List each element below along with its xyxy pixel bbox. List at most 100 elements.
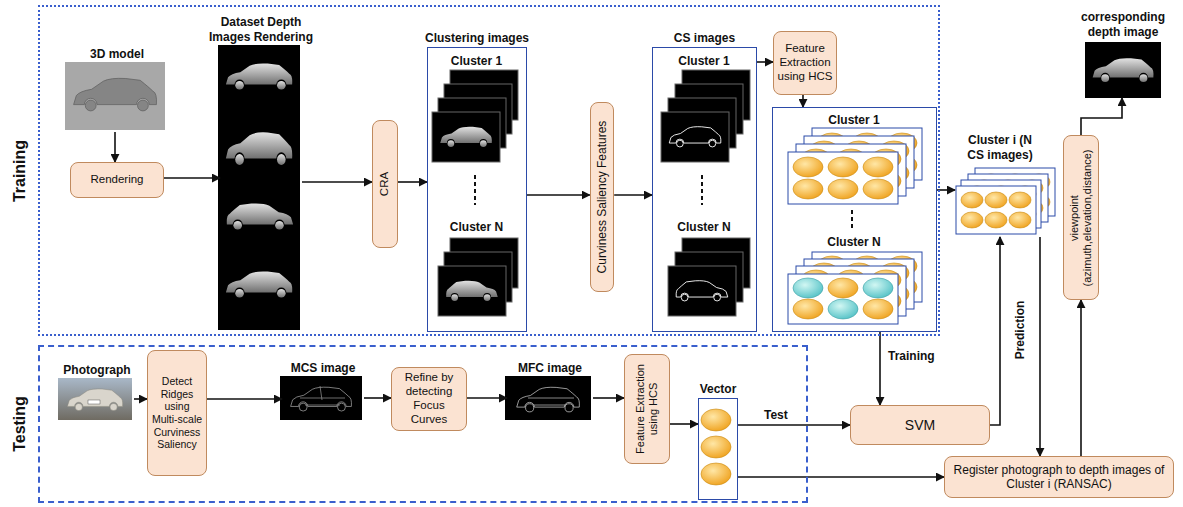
flow-arrow: [164, 177, 220, 179]
image-frame: Dataset Depth Images Rendering: [220, 47, 302, 332]
box-label: Rendering: [90, 173, 143, 187]
box-label: CRA: [378, 125, 392, 243]
mcs-image-part: [300, 386, 345, 405]
flow-arrow: [757, 61, 773, 63]
flow-arrow: [527, 194, 590, 196]
feature-card-stack-part: [788, 274, 898, 324]
flow-arrow: [398, 181, 427, 183]
photograph-image-part: [88, 400, 100, 404]
feature-card-stack-part: [828, 278, 858, 298]
flow-arrow: [593, 397, 624, 399]
flow-arrow: [114, 132, 116, 162]
flow-arrow: [1039, 237, 1041, 456]
feature-card-stack: [788, 128, 922, 324]
box-label: Register photograph to depth images of C…: [948, 463, 1170, 492]
feature-card-stack-part: [828, 299, 858, 319]
depth-image-column: [218, 45, 300, 330]
cluster-label: Cluster N: [428, 220, 525, 234]
cluster-i-stack-part: [1009, 212, 1031, 228]
process-box: Feature Extraction using HCS: [773, 31, 837, 94]
feature-card-stack-part: [793, 179, 823, 199]
feature-vector: [701, 409, 731, 485]
mfc-image-part: [517, 387, 580, 412]
cs-image-stack-part: [701, 175, 703, 205]
cluster-label: Cluster 1: [773, 113, 935, 127]
photograph-image-part: [67, 389, 122, 411]
box-label: Refine by detecting Focus Curves: [395, 371, 463, 426]
flow-arrow: [738, 424, 850, 426]
image-frame: Photograph: [60, 380, 134, 422]
process-box: Refine by detecting Focus Curves: [391, 367, 467, 430]
depth-image-stack-part: [432, 112, 500, 162]
process-box: SVM: [850, 405, 990, 445]
box-label: Feature Extraction using HCS: [777, 42, 833, 83]
region-title: Testing: [10, 396, 29, 452]
depth-image-column-part: [226, 132, 292, 165]
depth-image-column-part: [226, 63, 292, 89]
flow-arrow: [738, 476, 944, 478]
stage-region: Training3D modelRenderingDataset Depth I…: [38, 5, 940, 336]
cs-image-stack: [661, 70, 750, 316]
output-depth-image-part: [1085, 42, 1161, 98]
flow-arrow: [302, 181, 372, 183]
cluster-i-stack-part: [956, 186, 1036, 234]
cluster-label: Cluster N: [653, 220, 755, 234]
cs-image-stack-part: [661, 112, 729, 162]
cs-image-stack-part: [676, 281, 728, 301]
flow-arrow: [1081, 98, 1122, 135]
process-box: Detect Ridges using Multi-scale Curvines…: [147, 350, 207, 476]
mfc-image-part: [505, 376, 591, 420]
image-frame: Cluster i (N CS images): [955, 165, 1045, 237]
box-label: SVM: [905, 417, 935, 434]
output-depth-image: [1085, 42, 1161, 98]
box-label: viewpoint (azimuth,elevation,distance): [1068, 140, 1094, 295]
feature-vector-part: [701, 409, 731, 431]
image-heading: Vector: [688, 382, 748, 396]
3d-model-render: [65, 62, 165, 130]
image-panel: CS imagesCluster 1Cluster N: [652, 47, 757, 332]
feature-card-stack-part: [863, 299, 893, 319]
cluster-i-stack-part: [985, 192, 1007, 208]
process-box: Rendering: [70, 162, 164, 198]
feature-card-stack-part: [851, 210, 853, 228]
image-heading: MFC image: [505, 361, 595, 375]
image-panel: Cluster 1Cluster N: [772, 107, 937, 332]
feature-card-stack-part: [863, 278, 893, 298]
image-heading: Cluster i (N CS images): [950, 133, 1050, 162]
depth-image-column-part: [218, 45, 300, 330]
flow-arrow: [1080, 300, 1082, 456]
feature-card-stack-part: [863, 179, 893, 199]
feature-vector-part: [701, 436, 731, 458]
mfc-image-part: [528, 398, 574, 405]
flow-arrow: [467, 397, 507, 399]
image-heading: 3D model: [62, 47, 172, 61]
3d-model-render-part: [74, 78, 157, 111]
feature-card-stack-part: [793, 278, 823, 298]
image-frame: 3D model: [67, 64, 167, 132]
edge-label: Test: [762, 408, 790, 422]
depth-image-stack-part: [446, 281, 498, 301]
depth-image-stack-part: [474, 175, 476, 205]
3d-model-render-part: [65, 62, 165, 130]
depth-image-stack-part: [440, 127, 492, 147]
output-depth-image-part: [1093, 58, 1154, 82]
mfc-image: [505, 376, 591, 420]
depth-image-stack-part: [438, 266, 506, 316]
image-heading: Dataset Depth Images Rendering: [201, 15, 321, 44]
image-frame: MCS image: [282, 378, 364, 422]
edge-label: Training: [886, 349, 937, 363]
feature-vector-part: [701, 463, 731, 485]
mcs-image-part: [280, 376, 362, 420]
photograph-image-part: [58, 378, 132, 420]
cluster-i-stack-part: [1009, 192, 1031, 208]
image-panel: Vector: [698, 398, 738, 500]
flow-arrow: [802, 95, 804, 107]
image-heading: corresponding depth image: [1073, 10, 1173, 39]
flow-arrow: [614, 194, 652, 196]
feature-card-stack-part: [863, 157, 893, 177]
flow-arrow: [879, 332, 881, 405]
feature-card-stack-part: [793, 299, 823, 319]
cluster-label: Cluster 1: [428, 54, 525, 68]
